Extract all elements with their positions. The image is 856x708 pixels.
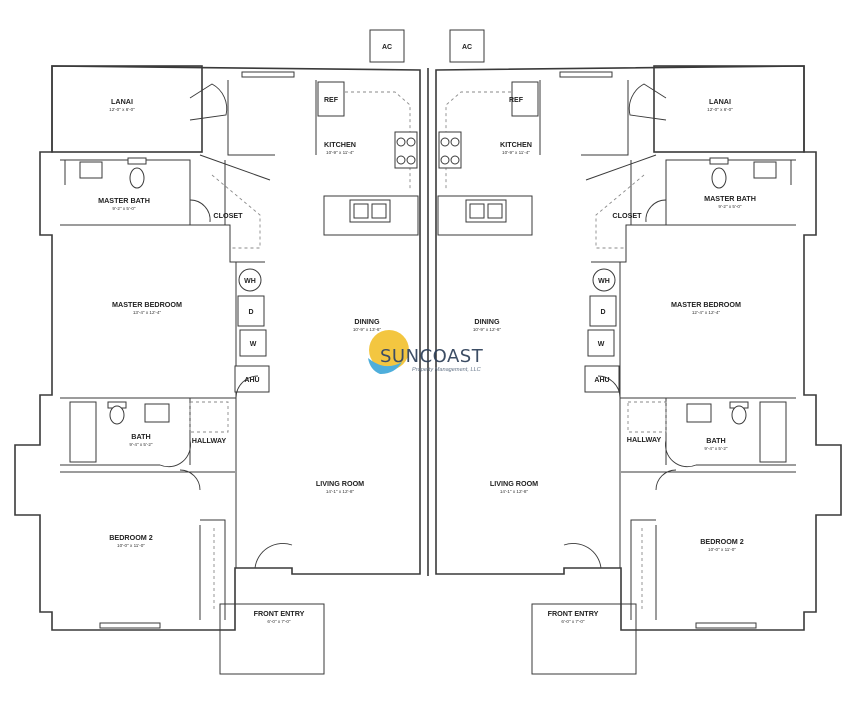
left-front-entry-dim: 6'-0" x 7'-0"	[267, 619, 291, 624]
right-dryer-label: D	[600, 309, 605, 316]
logo-sun-icon	[369, 330, 409, 370]
left-interior-walls	[60, 80, 419, 620]
right-closet-label: CLOSET	[612, 211, 642, 220]
right-bath-name: BATH	[706, 436, 725, 445]
right-lanai-name: LANAI	[709, 97, 731, 106]
logo-wave-icon	[368, 358, 402, 374]
right-kitchen-dim: 10'-9" x 11'-4"	[502, 150, 530, 155]
right-toilet-bath	[731, 405, 747, 425]
right-bath-dim: 9'-4" x 5'-2"	[704, 446, 728, 451]
left-toilet-tank-master	[127, 157, 147, 165]
left-ahu-label: AHU	[244, 377, 259, 384]
right-living-room-name: LIVING ROOM	[490, 479, 538, 488]
right-dining-name: DINING	[474, 317, 500, 326]
left-bath-dim: 9'-4" x 5'-2"	[129, 442, 153, 447]
left-front-entry-outline	[219, 603, 325, 675]
right-interior-walls	[437, 80, 796, 620]
right-bedroom2-name: BEDROOM 2	[700, 537, 744, 546]
left-dining-dim: 10'-9" x 13'-6"	[353, 327, 382, 332]
left-toilet-master	[129, 167, 145, 189]
right-tub	[759, 401, 787, 463]
right-dining-dim: 10'-9" x 12'-6"	[473, 327, 502, 332]
left-master-bedroom-dim: 13'-4" x 12'-4"	[133, 310, 162, 315]
right-exterior-wall	[435, 65, 842, 631]
right-dryer-box	[589, 295, 617, 327]
left-bath-name: BATH	[131, 432, 150, 441]
left-kitchen-dim: 10'-9" x 11'-4"	[326, 150, 354, 155]
left-tub	[69, 401, 97, 463]
left-wh-circle	[238, 268, 262, 292]
left-front-entry-name: FRONT ENTRY	[254, 609, 305, 618]
right-labels: AC LANAI 12'-0" x 6'-0" REF KITCHEN 10'-…	[462, 44, 756, 624]
left-master-bath-dim: 9'-2" x 5'-0"	[112, 206, 136, 211]
right-sink-master-bath	[753, 161, 777, 179]
right-sink-bath	[686, 403, 712, 423]
right-master-bath-name: MASTER BATH	[704, 194, 756, 203]
left-washer-label: W	[250, 341, 257, 348]
left-dryer-box	[237, 295, 265, 327]
left-bedroom2-dim: 10'-0" x 11'-0"	[117, 543, 145, 548]
left-lanai-name: LANAI	[111, 97, 133, 106]
left-sink-bath	[144, 403, 170, 423]
left-master-bath-name: MASTER BATH	[98, 196, 150, 205]
left-ahu-box	[234, 365, 270, 393]
left-labels: AC LANAI 12'-0" x 6'-0" REF KITCHEN 10'-…	[98, 44, 392, 624]
right-master-bedroom-dim: 12'-4" x 12'-4"	[692, 310, 721, 315]
left-hallway-label: HALLWAY	[192, 436, 227, 445]
left-exterior-wall	[14, 65, 421, 631]
left-ac-box	[369, 29, 405, 63]
left-living-room-dim: 14'-1" x 12'-8"	[326, 489, 355, 494]
left-lanai-dim: 12'-0" x 6'-0"	[109, 107, 135, 112]
right-living-room-dim: 14'-1" x 12'-8"	[500, 489, 529, 494]
left-kitchen-name: KITCHEN	[324, 140, 356, 149]
left-ref-box	[317, 81, 345, 117]
left-dining-name: DINING	[354, 317, 380, 326]
right-toilet-tank-master	[709, 157, 729, 165]
left-living-room-name: LIVING ROOM	[316, 479, 364, 488]
right-unit	[435, 29, 842, 675]
right-kitchen-name: KITCHEN	[500, 140, 532, 149]
left-master-bedroom-name: MASTER BEDROOM	[112, 300, 182, 309]
logo-name: SUNCOAST	[380, 346, 484, 367]
right-wh-circle	[592, 268, 616, 292]
right-window-bedroom2	[695, 622, 757, 629]
right-washer-label: W	[598, 341, 605, 348]
right-bedroom2-dim: 10'-0" x 11'-0"	[708, 547, 736, 552]
left-toilet-bath	[109, 405, 125, 425]
right-window-kitchen	[559, 71, 613, 78]
right-wh-label: WH	[598, 278, 610, 285]
left-closet-label: CLOSET	[213, 211, 243, 220]
right-ref-box	[511, 81, 539, 117]
left-washer-box	[239, 329, 267, 357]
right-master-bath-dim: 9'-2" x 5'-0"	[718, 204, 742, 209]
suncoast-logo: SUNCOAST Property Management, LLC	[368, 330, 484, 374]
left-window-bedroom2	[99, 622, 161, 629]
logo-tagline: Property Management, LLC	[412, 367, 482, 373]
right-front-entry-name: FRONT ENTRY	[548, 609, 599, 618]
right-ac-label: AC	[462, 44, 472, 51]
left-lanai-outline	[51, 65, 203, 153]
right-ref-label: REF	[509, 97, 524, 104]
right-hallway-label: HALLWAY	[627, 435, 662, 444]
left-dryer-label: D	[248, 309, 253, 316]
left-ref-label: REF	[324, 97, 339, 104]
right-ahu-box	[584, 365, 620, 393]
right-ahu-label: AHU	[594, 377, 609, 384]
left-bedroom2-name: BEDROOM 2	[109, 533, 153, 542]
left-wh-label: WH	[244, 278, 256, 285]
right-lanai-outline	[653, 65, 805, 153]
right-front-entry-dim: 6'-0" x 7'-0"	[561, 619, 585, 624]
left-unit	[14, 29, 421, 675]
right-toilet-master	[711, 167, 727, 189]
right-front-entry-outline	[531, 603, 637, 675]
left-window-kitchen	[241, 71, 295, 78]
left-ac-label: AC	[382, 44, 392, 51]
right-lanai-dim: 12'-0" x 6'-0"	[707, 107, 733, 112]
left-sink-master-bath	[79, 161, 103, 179]
right-master-bedroom-name: MASTER BEDROOM	[671, 300, 741, 309]
right-washer-box	[587, 329, 615, 357]
right-ac-box	[449, 29, 485, 63]
